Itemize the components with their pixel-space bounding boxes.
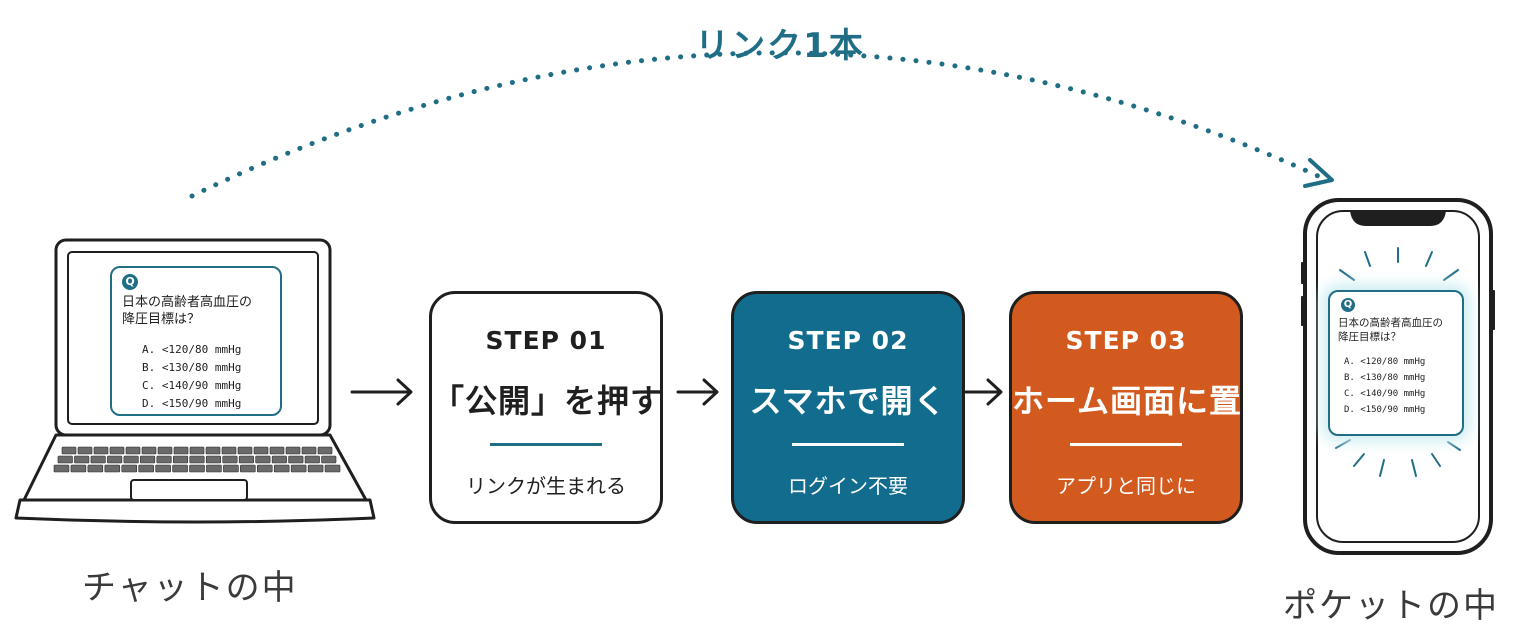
step-title: スマホで開く <box>749 382 947 420</box>
keyboard-key <box>189 446 205 455</box>
keyboard-key <box>87 464 104 473</box>
keyboard-key <box>93 446 109 455</box>
step-divider <box>490 443 602 446</box>
question-badge: Q <box>122 274 138 290</box>
step-card-01: STEP 01 「公開」を押す リンクが生まれる <box>429 291 663 524</box>
answer-option-b: B. <130/80 mmHg <box>142 361 242 374</box>
keyboard-key <box>141 446 157 455</box>
keyboard-key <box>125 446 141 455</box>
keyboard-key <box>74 455 90 464</box>
question-text: 日本の高齢者高血圧の 降圧目標は？ <box>1338 316 1443 344</box>
step-subtitle: アプリと同じに <box>1056 474 1196 498</box>
keyboard-key <box>317 446 333 455</box>
question-line-2: 降圧目標は？ <box>1338 331 1401 343</box>
arc-arrowhead-icon <box>1303 158 1334 188</box>
question-line-1: 日本の高齢者高血圧の <box>1338 317 1443 329</box>
flow-arrow-icon <box>676 378 719 406</box>
keyboard-key <box>107 455 123 464</box>
keyboard-key <box>206 464 222 473</box>
keyboard-key <box>269 446 285 455</box>
keyboard-key <box>304 455 320 464</box>
question-badge: Q <box>1341 298 1355 312</box>
keyboard-key <box>223 464 239 473</box>
keyboard-key <box>172 455 189 464</box>
answer-option-b: B. <130/80 mmHg <box>1344 373 1426 383</box>
keyboard-key <box>140 455 156 464</box>
step-number: STEP 03 <box>1065 326 1187 355</box>
keyboard-key <box>321 455 337 464</box>
phone-question-card: Q 日本の高齢者高血圧の 降圧目標は？ A. <120/80 mmHg B. <… <box>1328 290 1464 436</box>
keyboard-key <box>109 446 125 455</box>
keyboard-key <box>290 464 307 473</box>
keyboard-key <box>240 464 256 473</box>
right-caption: ポケットの中 <box>1283 586 1499 626</box>
laptop-question-card: Q 日本の高齢者高血圧の 降圧目標は？ A. <120/80 mmHg B. <… <box>110 266 282 416</box>
answer-option-d: D. <150/90 mmHg <box>142 397 242 410</box>
answer-option-a: A. <120/80 mmHg <box>1344 357 1426 367</box>
step-title: ホーム画面に置く <box>1012 382 1276 420</box>
keyboard-key <box>205 455 222 464</box>
step-card-03: STEP 03 ホーム画面に置く アプリと同じに <box>1009 291 1276 524</box>
keyboard-key <box>189 464 205 473</box>
keyboard-key <box>70 464 87 473</box>
step-subtitle: ログイン不要 <box>788 474 908 498</box>
keyboard-key <box>273 464 290 473</box>
keyboard-key <box>172 464 188 473</box>
keyboard-key <box>237 446 253 455</box>
keyboard-key <box>205 446 221 455</box>
keyboard-key <box>255 455 271 464</box>
question-line-1: 日本の高齢者高血圧の <box>122 295 253 310</box>
keyboard-key <box>121 464 138 473</box>
keyboard-key <box>288 455 304 464</box>
question-text: 日本の高齢者高血圧の 降圧目標は？ <box>122 294 252 328</box>
step-subtitle: リンクが生まれる <box>466 474 626 498</box>
keyboard-key <box>77 446 93 455</box>
keyboard-key <box>61 446 77 455</box>
keyboard-key <box>53 464 70 473</box>
step-title: 「公開」を押す <box>432 382 664 420</box>
answer-option-c: C. <140/90 mmHg <box>142 379 242 392</box>
step-card-02: STEP 02 スマホで開く ログイン不要 <box>731 291 965 524</box>
keyboard-key <box>104 464 121 473</box>
question-line-2: 降圧目標は？ <box>122 312 201 327</box>
keyboard-key <box>189 455 205 464</box>
flow-arrow-icon <box>964 378 1003 406</box>
answer-option-a: A. <120/80 mmHg <box>142 343 242 356</box>
step-number: STEP 01 <box>485 326 607 355</box>
keyboard-key <box>324 464 341 473</box>
glow-rays <box>1335 247 1461 477</box>
keyboard-key <box>155 464 171 473</box>
keyboard-key <box>271 455 287 464</box>
keyboard-key <box>253 446 269 455</box>
left-caption: チャットの中 <box>82 568 298 608</box>
keyboard-key <box>222 455 238 464</box>
keyboard-key <box>90 455 106 464</box>
keyboard-key <box>57 455 73 464</box>
step-divider <box>1070 443 1182 446</box>
keyboard-key <box>256 464 273 473</box>
keyboard-key <box>221 446 237 455</box>
keyboard-key <box>301 446 317 455</box>
arc-label: リンク1本 <box>695 26 865 66</box>
flow-arrow-icon <box>350 378 413 406</box>
answer-option-c: C. <140/90 mmHg <box>1344 389 1426 399</box>
dotted-arc <box>189 50 1321 199</box>
keyboard-key <box>157 446 173 455</box>
keyboard-key <box>238 455 254 464</box>
keyboard-key <box>156 455 172 464</box>
step-number: STEP 02 <box>787 326 909 355</box>
answer-option-d: D. <150/90 mmHg <box>1344 405 1426 415</box>
keyboard-key <box>138 464 154 473</box>
keyboard-key <box>123 455 139 464</box>
answer-options: A. <120/80 mmHg B. <130/80 mmHg C. <140/… <box>1344 354 1425 418</box>
step-divider <box>792 443 904 446</box>
keyboard-key <box>307 464 324 473</box>
keyboard-key <box>285 446 301 455</box>
answer-options: A. <120/80 mmHg B. <130/80 mmHg C. <140/… <box>142 341 241 413</box>
keyboard-key <box>173 446 189 455</box>
